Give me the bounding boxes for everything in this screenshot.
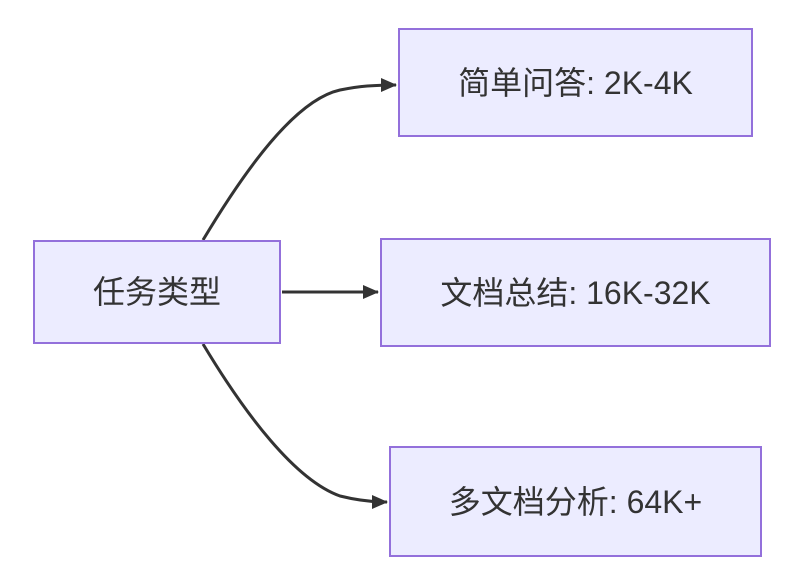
node-doc-summary: 文档总结: 16K-32K (380, 238, 771, 347)
node-multi-doc-analysis-label: 多文档分析: 64K+ (448, 483, 703, 520)
node-simple-qa-label: 简单问答: 2K-4K (458, 64, 693, 101)
edge-task-type-to-simple-qa (201, 78, 397, 241)
node-multi-doc-analysis: 多文档分析: 64K+ (389, 446, 762, 557)
node-task-type: 任务类型 (33, 240, 281, 344)
node-doc-summary-label: 文档总结: 16K-32K (440, 274, 711, 311)
edge-task-type-to-multi-doc-analysis (201, 343, 388, 509)
node-task-type-label: 任务类型 (92, 274, 221, 310)
node-simple-qa: 简单问答: 2K-4K (398, 28, 753, 137)
